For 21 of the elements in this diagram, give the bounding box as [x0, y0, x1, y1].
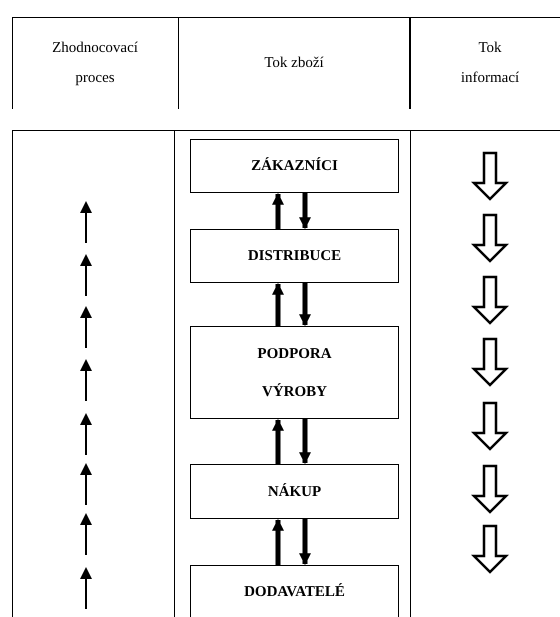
column-header: Zhodnocovací proces: [51, 39, 139, 88]
box-label: PODPORA VÝROBY: [256, 344, 333, 402]
column-header: Tok zboží: [263, 54, 325, 73]
arrow: [272, 282, 284, 326]
process-box: [190, 229, 399, 283]
process-box: [190, 464, 399, 519]
arrow: [299, 519, 311, 566]
arrow: [272, 518, 284, 565]
arrow: [272, 418, 284, 464]
process-box: [190, 565, 399, 617]
arrow: [299, 193, 311, 230]
box-label: DODAVATELÉ: [243, 582, 346, 602]
column-header: Tok informací: [460, 39, 520, 88]
box-label: ZÁKAZNÍCI: [250, 156, 339, 176]
box-label: DISTRIBUCE: [246, 247, 342, 266]
arrow: [299, 419, 311, 464]
process-box: [190, 139, 399, 193]
box-label: NÁKUP: [266, 482, 322, 502]
arrow: [299, 283, 311, 326]
process-box: [190, 326, 399, 419]
arrow: [272, 192, 284, 229]
